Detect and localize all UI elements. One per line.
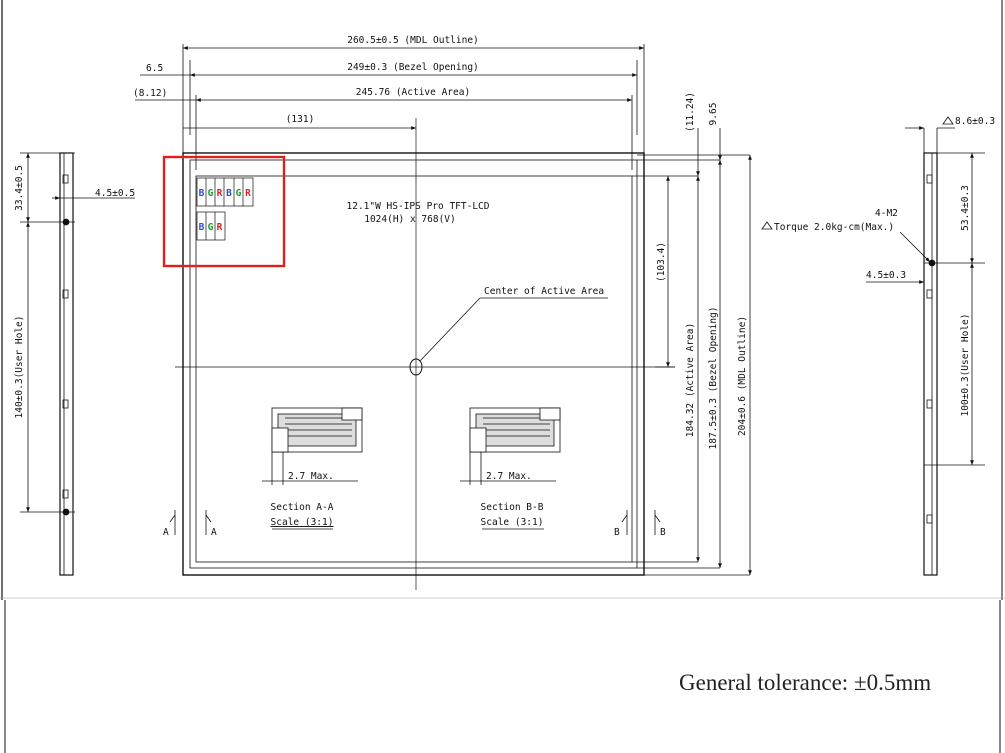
pixel-row2-r: R	[217, 222, 223, 233]
right-depth: 4.5±0.3	[866, 270, 906, 281]
dim-center-offset-x: (131)	[286, 114, 315, 125]
general-tolerance-note: General tolerance: ±0.5mm	[679, 670, 932, 695]
center-leader-line	[419, 297, 481, 362]
dim-mdl-outline-height: 204±0.6 (MDL Outline)	[737, 316, 748, 436]
dim-bezel-opening-height: 187.5±0.3 (Bezel Opening)	[708, 307, 719, 450]
dim-active-area-width: 245.76 (Active Area)	[356, 87, 470, 98]
section-b-scale: Scale (3:1)	[481, 517, 544, 528]
left-side-view	[20, 152, 135, 576]
section-b-b-detail	[460, 407, 561, 485]
dim-bezel-opening-width: 249±0.3 (Bezel Opening)	[347, 62, 479, 73]
right-dimensions	[655, 128, 752, 575]
pixel-row1-r1: R	[217, 188, 223, 199]
left-top-hole-offset: 33.4±0.5	[14, 165, 25, 211]
torque-flag-icon	[761, 221, 773, 230]
section-b-name: Section B-B	[481, 502, 544, 513]
right-thickness: 8.6±0.3	[955, 116, 995, 127]
pixel-arrangement	[196, 177, 254, 241]
section-a-scale: Scale (3:1)	[271, 517, 334, 528]
pixel-row1-r2: R	[245, 188, 251, 199]
section-a-a-detail	[262, 407, 363, 485]
pixel-row1-b2: B	[226, 188, 232, 199]
section-mark-b-right: B	[660, 527, 666, 538]
left-depth: 4.5±0.5	[95, 188, 135, 199]
section-a-max: 2.7 Max.	[288, 471, 334, 482]
section-cut-marks	[169, 510, 661, 535]
dim-center-offset-y: (103.4)	[656, 242, 667, 282]
panel-title-line2: 1024(H) x 768(V)	[364, 214, 456, 225]
pixel-row2-g: G	[208, 222, 214, 233]
right-user-hole-pitch: 100±0.3(User Hole)	[960, 314, 971, 417]
section-mark-a-right: A	[211, 527, 217, 538]
dim-mdl-outline-width: 260.5±0.5 (MDL Outline)	[347, 35, 479, 46]
center-lines	[175, 118, 675, 590]
right-top-hole-offset: 53.4±0.3	[960, 185, 971, 231]
pixel-row2-b: B	[199, 222, 205, 233]
right-screw-spec: 4-M2	[875, 208, 898, 219]
right-torque: Torque 2.0kg-cm(Max.)	[774, 222, 894, 233]
center-of-active-area-label: Center of Active Area	[484, 286, 604, 297]
dim-top-offset-active: (11.24)	[685, 92, 696, 132]
right-side-view	[866, 126, 985, 576]
center-of-active-area-mark	[409, 358, 423, 376]
section-mark-b-left: B	[614, 527, 620, 538]
panel-title-line1: 12.1"W HS-IPS Pro TFT-LCD	[347, 201, 490, 212]
thickness-flag-icon	[942, 116, 954, 125]
dim-active-area-height: 184.32 (Active Area)	[685, 323, 696, 437]
top-dimensions	[135, 44, 645, 170]
section-a-name: Section A-A	[271, 502, 334, 513]
section-mark-a-left: A	[163, 527, 169, 538]
pixel-row1-b1: B	[199, 188, 205, 199]
pixel-highlight-box	[162, 155, 286, 268]
left-user-hole-pitch: 140±0.3(User Hole)	[14, 316, 25, 419]
dim-top-offset-bezel: 9.65	[708, 103, 719, 126]
dim-left-offset-bezel: 6.5	[146, 63, 163, 74]
dim-left-offset-active: (8.12)	[133, 88, 167, 99]
section-b-max: 2.7 Max.	[486, 471, 532, 482]
pixel-row1-g1: G	[208, 188, 214, 199]
pixel-row1-g2: G	[236, 188, 242, 199]
panel-outline	[182, 152, 750, 576]
